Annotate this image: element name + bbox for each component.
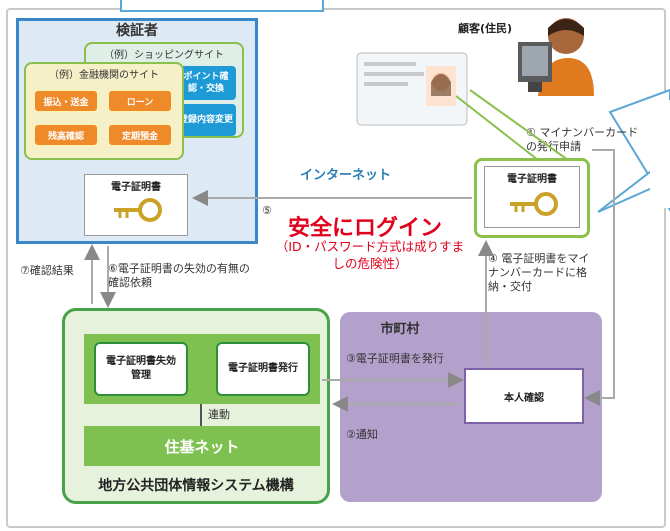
step2-label: ②通知 (346, 428, 378, 441)
link-label: 連動 (208, 408, 230, 421)
login-title: 安全にログイン (287, 216, 442, 241)
step3-label: ③電子証明書を発行 (346, 352, 444, 365)
customer-label: 顧客(住民) (458, 22, 513, 35)
top-callout-edge (120, 0, 324, 12)
time-deposit-button[interactable]: 定期預金 (108, 124, 172, 146)
my-number-card-icon (356, 52, 468, 126)
verifier-certificate-label: 電子証明書 (111, 182, 161, 193)
balance-button[interactable]: 残高確認 (34, 124, 98, 146)
transfer-button[interactable]: 振込・送金 (34, 90, 98, 112)
municipality-title: 市町村 (380, 322, 420, 337)
step5-label: ⑤ (262, 204, 272, 217)
customer-key-icon (510, 192, 558, 216)
key-icon (114, 198, 162, 222)
edit-registration-button[interactable]: 登録内容変更 (176, 104, 236, 136)
customer-certificate (484, 166, 580, 228)
bank-site-title: （例）金融機関のサイト (49, 70, 159, 81)
step4-label: ④ 電子証明書をマイナンバーカードに格納・交付 (488, 252, 590, 293)
revocation-label: 電子証明書失効管理 (106, 356, 176, 381)
step7-label: ⑦確認結果 (20, 264, 74, 277)
loan-button[interactable]: ローン (108, 90, 172, 112)
step6-label: ⑥電子証明書の失効の有無の確認依頼 (108, 262, 250, 289)
juki-net-band: 住基ネット (84, 426, 320, 466)
jlis-title: 地方公共団体情報システム機構 (98, 478, 294, 494)
issuance-box: 電子証明書発行 (216, 342, 310, 396)
customer-person-icon (518, 18, 594, 96)
points-button[interactable]: ポイント確認・交換 (176, 66, 236, 100)
step1-label: ① マイナンバーカードの発行申請 (526, 126, 639, 153)
identity-check-box: 本人確認 (464, 368, 584, 424)
issuance-label: 電子証明書発行 (228, 363, 298, 374)
internet-label: インターネット (300, 168, 392, 183)
verifier-title: 検証者 (116, 23, 158, 39)
speech-bubble (597, 88, 670, 213)
customer-certificate-label: 電子証明書 (507, 174, 557, 185)
shopping-site-title: （例）ショッピングサイト (104, 50, 224, 61)
verifier-certificate (84, 174, 188, 236)
link-line (200, 404, 202, 426)
login-note: （ID・パスワード方式は成りすましの危険性） (275, 239, 465, 271)
revocation-box: 電子証明書失効管理 (94, 342, 188, 396)
